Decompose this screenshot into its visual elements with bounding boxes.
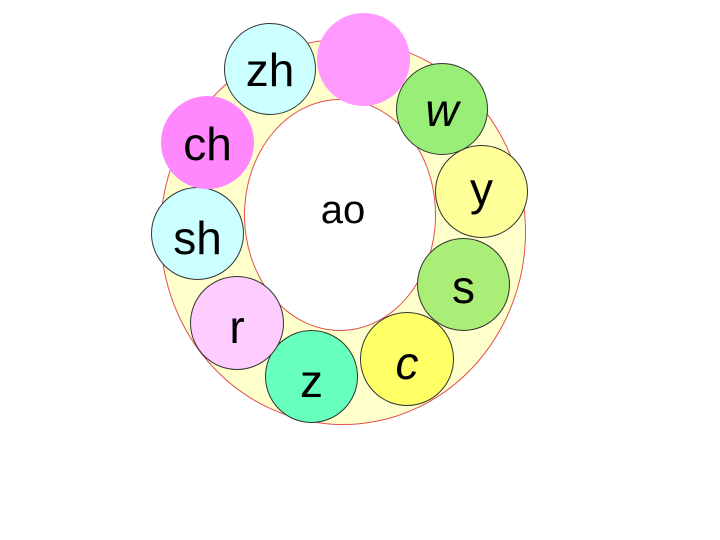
bubble-label: ch	[183, 118, 232, 170]
bubble-label: z	[300, 355, 323, 407]
bubble-sh[interactable]: sh	[151, 187, 244, 280]
bubble-c[interactable]: c	[360, 312, 454, 406]
bubble-label: sh	[173, 212, 222, 264]
bubble-label: s	[452, 261, 475, 313]
bubble-zh[interactable]: zh	[224, 23, 316, 115]
bubble-z[interactable]: z	[265, 330, 358, 423]
bubble-r[interactable]: r	[190, 276, 284, 370]
bubble-label: y	[470, 163, 493, 215]
bubble-label: w	[425, 84, 459, 136]
bubble-label: zh	[245, 44, 295, 96]
bubble-blank[interactable]	[317, 13, 410, 106]
bubble-s[interactable]: s	[417, 238, 510, 331]
bubble-w[interactable]: w	[396, 63, 488, 155]
bubble-label: c	[395, 337, 419, 389]
bubble-label: r	[229, 301, 245, 353]
bubble-y[interactable]: y	[435, 145, 528, 238]
inner-ring	[244, 99, 436, 331]
center-syllable: ao	[320, 188, 366, 232]
bubble-ch[interactable]: ch	[161, 96, 254, 189]
